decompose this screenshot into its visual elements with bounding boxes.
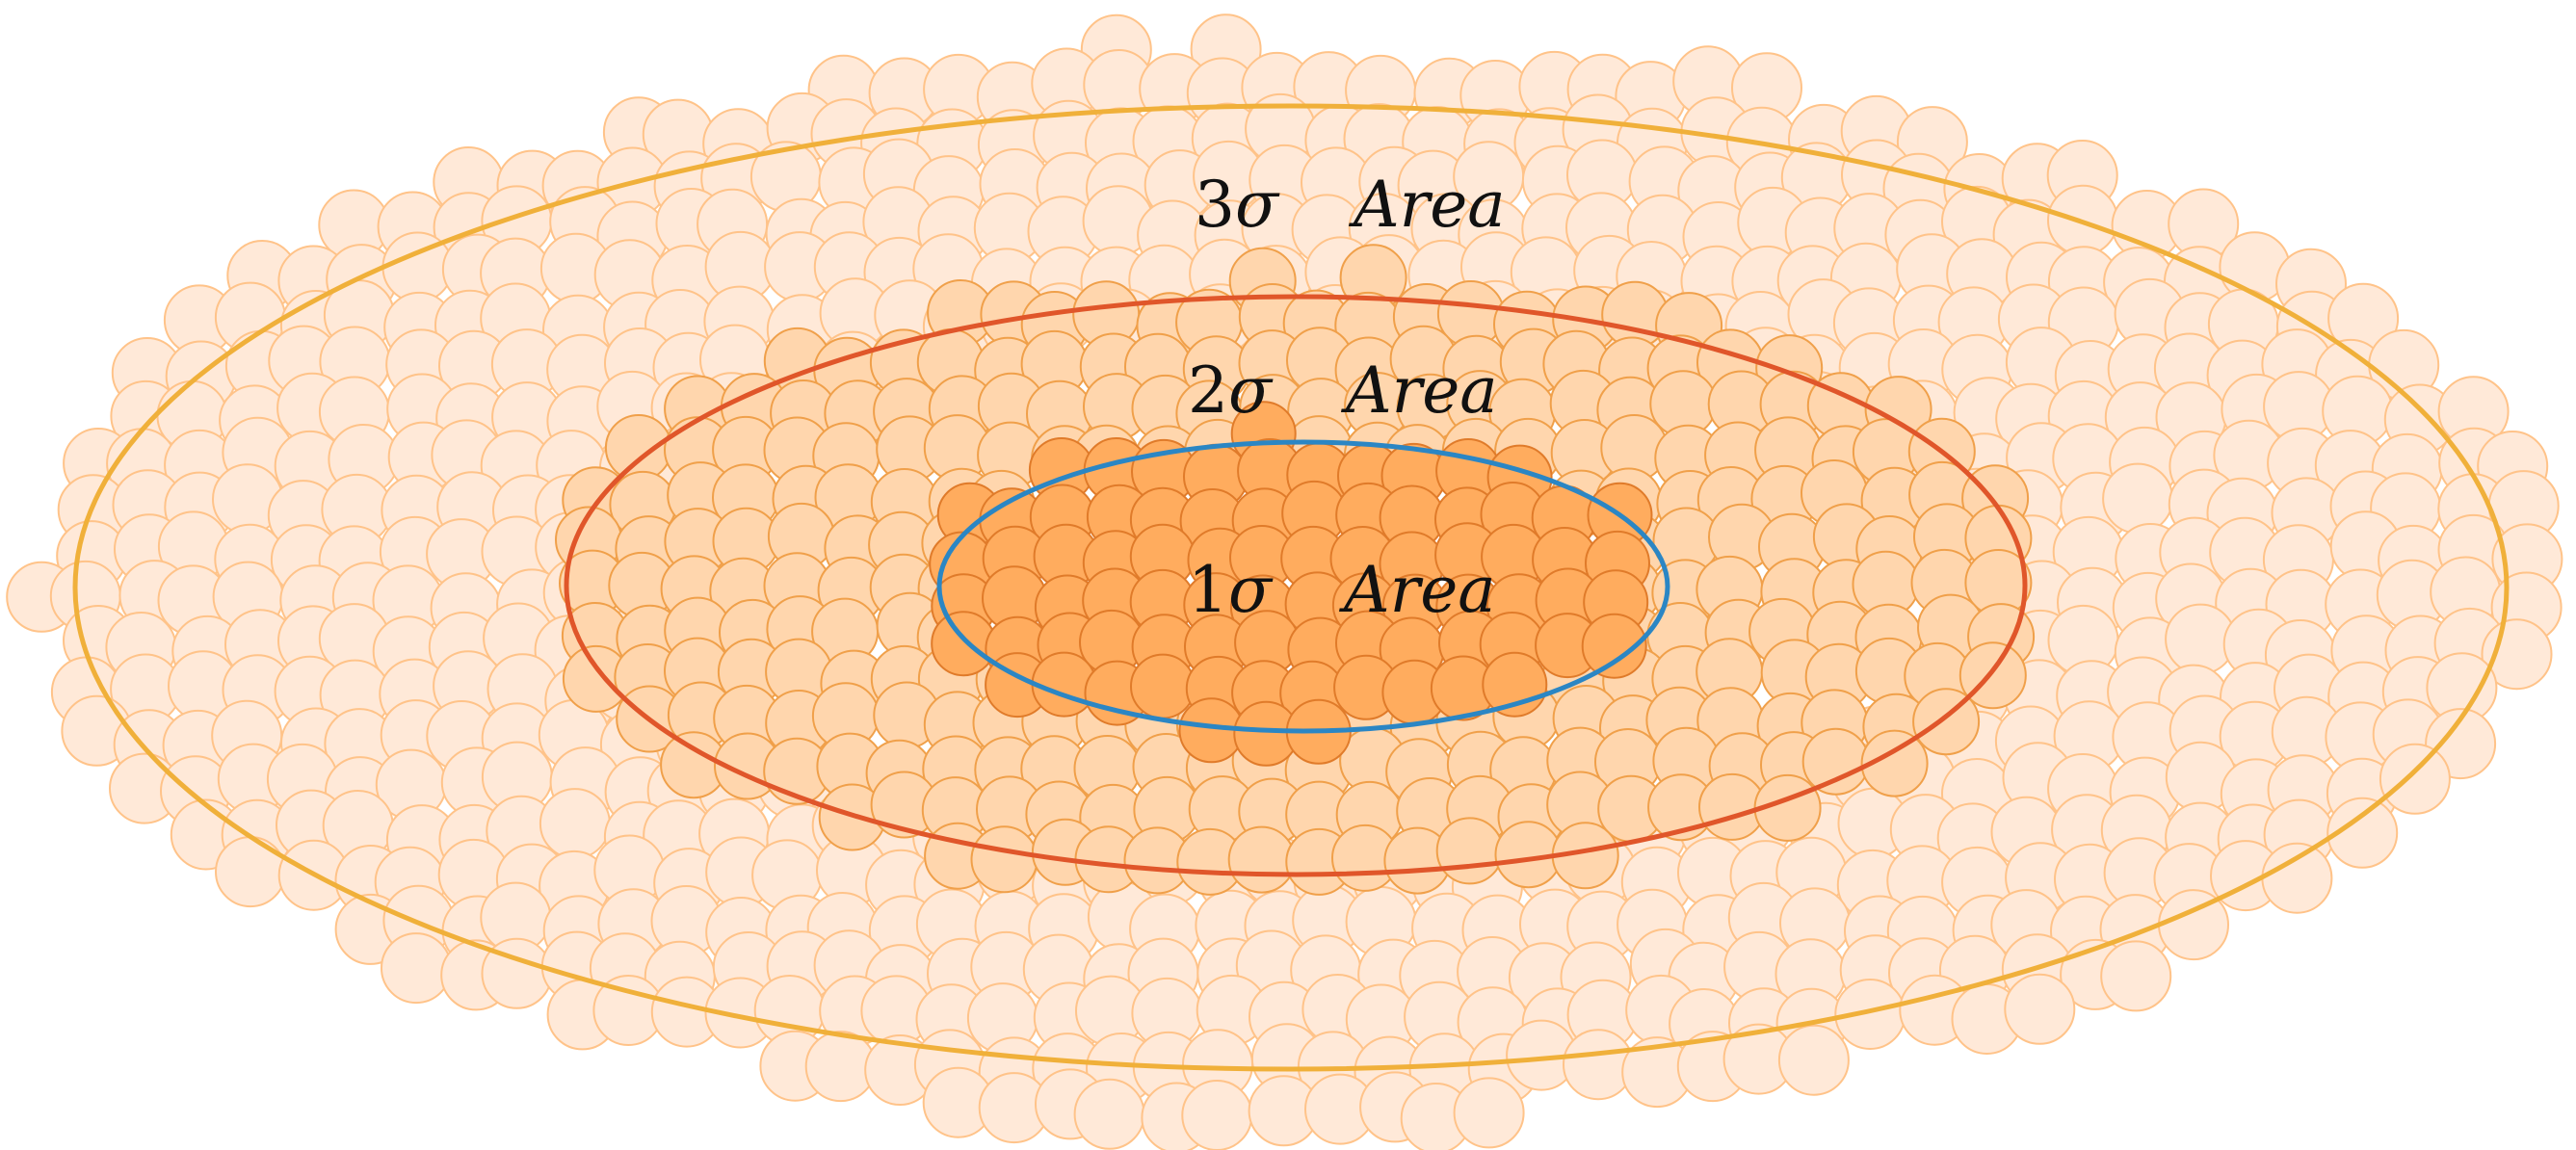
three-sigma-boundary xyxy=(72,103,2510,1072)
two-sigma-boundary xyxy=(564,294,2028,877)
two-sigma-dot xyxy=(1801,727,1870,796)
three-sigma-dot xyxy=(2102,462,2174,535)
three-sigma-dot xyxy=(2326,797,2399,869)
two-sigma-circle-cloud xyxy=(555,244,2036,896)
three-sigma-dot xyxy=(2379,743,2451,815)
one-sigma-label: 1σ Area xyxy=(1188,553,1496,627)
three-sigma-dot xyxy=(1453,1077,1525,1149)
three-sigma-dot xyxy=(381,932,452,1005)
two-sigma-word: Area xyxy=(1340,353,1498,428)
three-sigma-dot xyxy=(1073,1078,1145,1150)
two-sigma-symbol: σ xyxy=(1228,353,1274,428)
three-sigma-dot xyxy=(2004,973,2076,1045)
three-sigma-label: 3σ Area xyxy=(1195,168,1506,242)
three-sigma-dot xyxy=(215,836,286,908)
three-sigma-dot xyxy=(2100,940,2172,1012)
three-sigma-word: Area xyxy=(1348,168,1506,242)
two-sigma-dot xyxy=(604,414,672,482)
two-sigma-dot xyxy=(970,825,1038,894)
three-sigma-dot xyxy=(539,788,611,860)
three-sigma-symbol: σ xyxy=(1235,168,1280,242)
one-sigma-number: 1 xyxy=(1188,553,1228,627)
one-sigma-symbol: σ xyxy=(1228,553,1274,627)
one-sigma-word: Area xyxy=(1338,553,1496,627)
two-sigma-label: 2σ Area xyxy=(1188,353,1498,428)
two-sigma-dot xyxy=(1435,817,1504,885)
two-sigma-dot xyxy=(1227,825,1296,894)
three-sigma-dot xyxy=(2261,842,2333,914)
one-sigma-boundary xyxy=(936,439,1670,734)
three-sigma-dot xyxy=(1181,1080,1253,1150)
one-sigma-dot xyxy=(1130,653,1196,719)
two-sigma-number: 2 xyxy=(1188,353,1228,428)
two-sigma-dot xyxy=(1860,729,1929,797)
three-sigma-dot xyxy=(1777,1024,1850,1096)
one-sigma-dot xyxy=(1581,613,1647,679)
three-sigma-number: 3 xyxy=(1195,168,1235,242)
